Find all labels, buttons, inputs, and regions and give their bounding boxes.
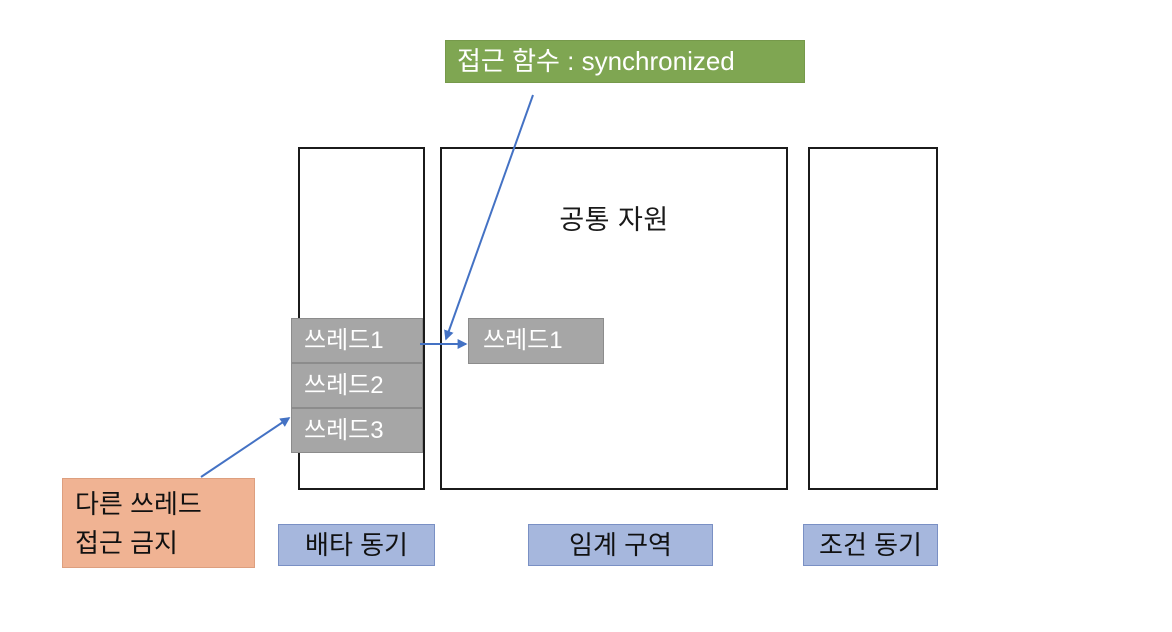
thread-chip-2: 쓰레드2 [291,363,423,408]
legend-chip-critical-section: 임계 구역 [528,524,713,566]
shared-resource-title: 공통 자원 [559,205,669,235]
access-function-callout: 접근 함수 : synchronized [445,40,805,83]
legend-chip-exclusive-sync: 배타 동기 [278,524,435,566]
condition-sync-column-box [808,147,938,490]
no-access-callout: 다른 쓰레드 접근 금지 [62,478,255,568]
thread-chip-3: 쓰레드3 [291,408,423,453]
no-access-to-thread-stack-arrow [200,417,291,478]
no-access-callout-line-2: 접근 금지 [75,528,178,558]
legend-chip-condition-sync: 조건 동기 [803,524,938,566]
active-thread-chip: 쓰레드1 [468,318,604,364]
no-access-callout-line-1: 다른 쓰레드 [75,489,202,519]
thread-chip-1: 쓰레드1 [291,318,423,363]
waiting-thread-stack: 쓰레드1 쓰레드2 쓰레드3 [291,318,423,454]
